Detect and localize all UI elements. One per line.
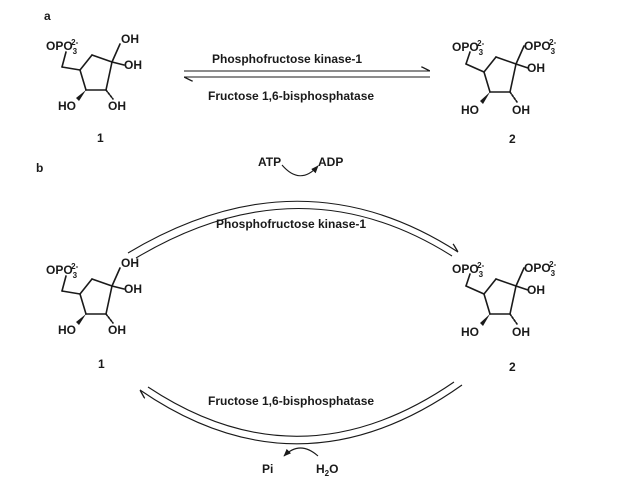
forward-curve-inner (135, 208, 453, 259)
c1b-top-oh: OH (121, 256, 139, 270)
c1-bottom-ho: HO (58, 99, 76, 113)
compound-1-number-b: 1 (98, 357, 105, 371)
c2b-ring-oh: OH (527, 283, 545, 297)
forward-curve-outer (127, 200, 458, 254)
panel-label-b: b (36, 161, 43, 175)
enzyme-forward-label-b: Phosphofructose kinase-1 (216, 217, 366, 231)
atp-label: ATP (258, 155, 281, 169)
c1b-ring-oh: OH (124, 282, 142, 296)
c2-left-phosphate: OPO32- (452, 39, 485, 57)
compound-1-number-a: 1 (97, 131, 104, 145)
c1-ring-oh: OH (124, 58, 142, 72)
adp-label: ADP (318, 155, 343, 169)
c2b-bottom-oh: OH (512, 325, 530, 339)
c2-ring-oh: OH (527, 61, 545, 75)
h2o-label: H2O (316, 462, 338, 478)
h2o-pi-arc (283, 447, 319, 457)
c1b-bottom-ho: HO (58, 323, 76, 337)
reverse-curve-outer (140, 384, 463, 445)
c1-phosphate-label: OPO32- (46, 38, 79, 56)
c1b-bottom-oh: OH (108, 323, 126, 337)
enzyme-forward-label-a: Phosphofructose kinase-1 (212, 52, 362, 66)
c2b-left-phosphate: OPO32- (452, 261, 485, 279)
compound-2-structure-b (465, 267, 529, 327)
c2b-right-phosphate: OPO32- (524, 260, 557, 278)
panel-label-a: a (44, 9, 51, 23)
c2b-bottom-ho: HO (461, 325, 479, 339)
compound-2-structure-a: OPO32- OPO32- OH HO OH (452, 38, 557, 117)
pi-label: Pi (262, 462, 273, 476)
c2-bottom-oh: OH (512, 103, 530, 117)
reverse-curve-inner (147, 381, 455, 437)
enzyme-reverse-label-a: Fructose 1,6-bisphosphatase (208, 89, 374, 103)
compound-2-number-b: 2 (509, 360, 516, 374)
compound-1-structure-a: OPO32- OH OH HO OH (46, 32, 142, 113)
c2-bottom-ho: HO (461, 103, 479, 117)
enzyme-reverse-label-b: Fructose 1,6-bisphosphatase (208, 394, 374, 408)
c2-right-phosphate: OPO32- (524, 38, 557, 56)
c1b-phosphate-label: OPO32- (46, 262, 79, 280)
c1-bottom-oh: OH (108, 99, 126, 113)
atp-adp-arc (281, 164, 319, 177)
c1-top-oh: OH (121, 32, 139, 46)
compound-2-number-a: 2 (509, 132, 516, 146)
